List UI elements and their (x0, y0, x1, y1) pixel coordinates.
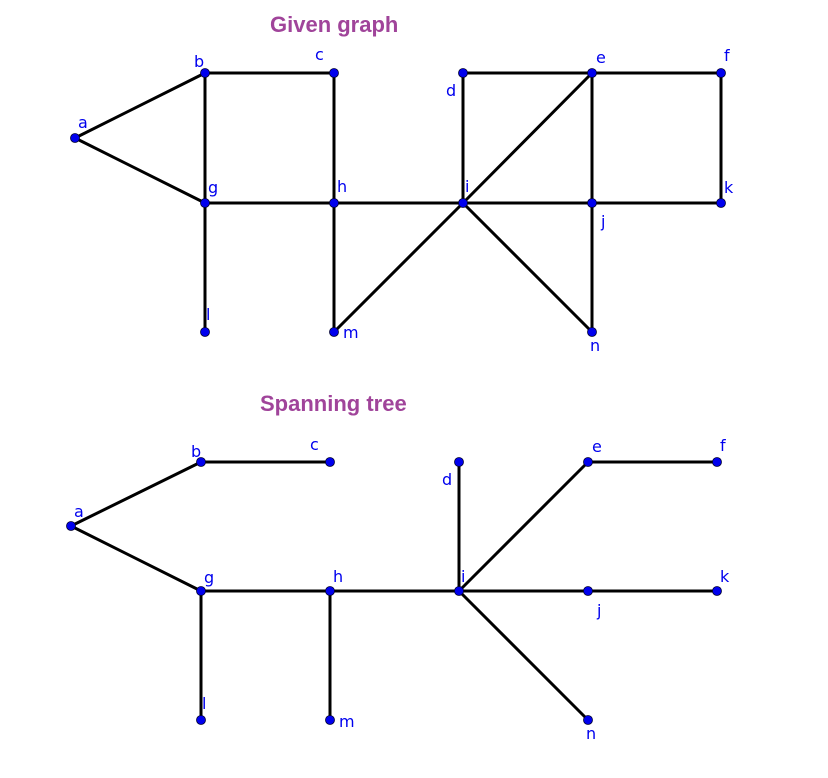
given-node-n (587, 327, 597, 337)
given-node-label-l: l (206, 305, 210, 324)
given-node-b (200, 68, 210, 78)
tree-node-a (66, 521, 76, 531)
tree-node-c (325, 457, 335, 467)
given-node-label-k: k (724, 178, 734, 197)
tree-edge-a-b (69, 460, 203, 528)
tree-node-f (712, 457, 722, 467)
tree-node-l (196, 715, 206, 725)
tree-node-n (583, 715, 593, 725)
tree-edge-a-g (69, 524, 203, 593)
given-node-c (329, 68, 339, 78)
given-node-k (716, 198, 726, 208)
given-graph: a b c d e f g h i j k l m n (70, 45, 734, 355)
given-node-m (329, 327, 339, 337)
given-node-l (200, 327, 210, 337)
given-node-label-i: i (465, 177, 469, 196)
tree-node-label-f: f (720, 436, 726, 455)
tree-node-label-e: e (592, 437, 602, 456)
tree-node-d (454, 457, 464, 467)
given-node-label-a: a (78, 113, 88, 132)
tree-node-j (583, 586, 593, 596)
given-node-label-d: d (446, 81, 456, 100)
tree-node-e (583, 457, 593, 467)
given-node-label-g: g (208, 178, 218, 197)
tree-node-b (196, 457, 206, 467)
given-node-i (458, 198, 468, 208)
tree-edge-i-e (457, 460, 590, 593)
given-node-label-e: e (596, 48, 606, 67)
tree-node-m (325, 715, 335, 725)
tree-node-k (712, 586, 722, 596)
given-node-g (200, 198, 210, 208)
tree-node-label-d: d (442, 470, 452, 489)
tree-node-label-a: a (74, 502, 84, 521)
given-node-j (587, 198, 597, 208)
given-node-label-f: f (724, 46, 730, 65)
given-node-h (329, 198, 339, 208)
given-node-e (587, 68, 597, 78)
given-edge-m-i (332, 201, 465, 334)
given-graph-title: Given graph (270, 12, 399, 37)
tree-node-h (325, 586, 335, 596)
tree-edge-i-n (457, 589, 590, 722)
given-edge-a-g (73, 136, 207, 205)
given-node-label-j: j (600, 212, 605, 231)
tree-node-label-i: i (461, 567, 465, 586)
tree-node-label-m: m (339, 712, 355, 731)
given-node-a (70, 133, 80, 143)
tree-node-g (196, 586, 206, 596)
tree-node-label-j: j (596, 601, 601, 620)
given-edge-i-n (461, 201, 594, 334)
spanning-tree-title: Spanning tree (260, 391, 407, 416)
tree-node-label-g: g (204, 568, 214, 587)
tree-node-label-c: c (310, 435, 319, 454)
tree-node-i (454, 586, 464, 596)
spanning-tree: a b c d e f g h i j k l m n (66, 435, 730, 743)
given-node-label-n: n (590, 336, 600, 355)
given-edge-a-b (73, 71, 207, 140)
tree-node-label-b: b (191, 442, 201, 461)
given-node-label-b: b (194, 52, 204, 71)
tree-node-label-h: h (333, 567, 343, 586)
tree-node-label-l: l (202, 694, 206, 713)
given-node-label-h: h (337, 177, 347, 196)
tree-node-label-n: n (586, 724, 596, 743)
tree-node-label-k: k (720, 567, 730, 586)
given-edge-e-i (461, 71, 594, 205)
given-node-label-m: m (343, 323, 359, 342)
given-node-f (716, 68, 726, 78)
given-node-label-c: c (315, 45, 324, 64)
given-node-d (458, 68, 468, 78)
